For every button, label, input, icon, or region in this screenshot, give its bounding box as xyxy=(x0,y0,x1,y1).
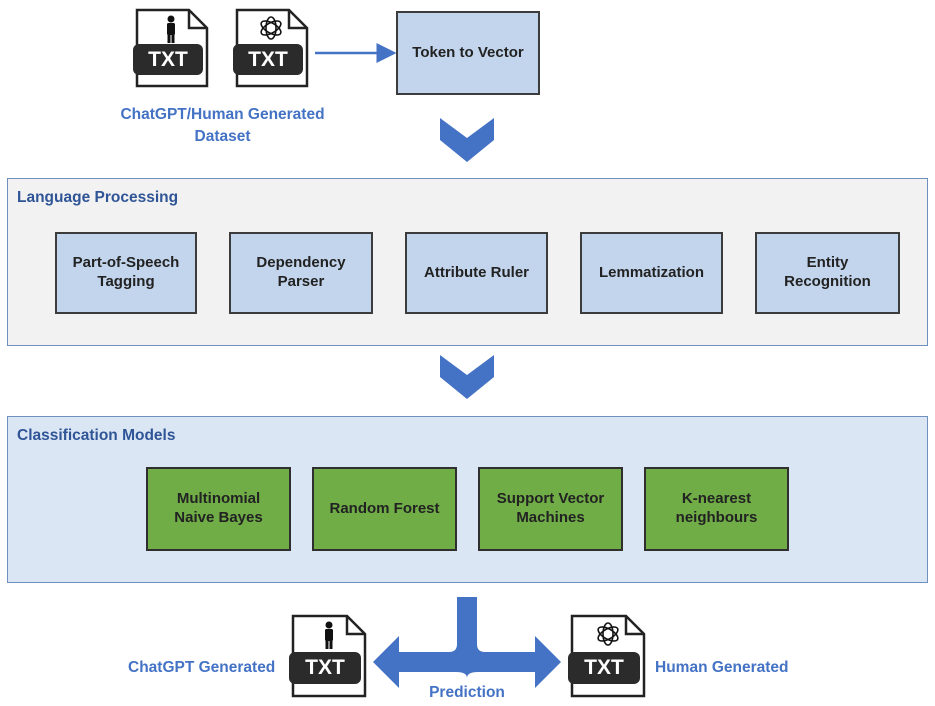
model-multinomial-naive-bayes: Multinomial Naive Bayes xyxy=(146,467,291,551)
model-label-line2: neighbours xyxy=(675,509,758,526)
model-random-forest: Random Forest xyxy=(312,467,457,551)
step-label-line2: Parser xyxy=(277,273,325,290)
step-label-line2: Recognition xyxy=(784,273,871,290)
file-type-label: TXT xyxy=(248,48,288,71)
model-label-line2: Naive Bayes xyxy=(174,509,263,526)
split-arrow-icon xyxy=(373,597,561,688)
step-label-line1: Entity xyxy=(806,254,849,272)
dataset-caption-line1: ChatGPT/Human Generated xyxy=(120,106,325,123)
model-label-line1: Random Forest xyxy=(329,499,440,517)
model-support-vector-machines: Support Vector Machines xyxy=(478,467,623,551)
dataset-chatgpt-file: TXT xyxy=(233,8,309,88)
language-processing-title: Language Processing xyxy=(17,189,179,206)
human-generated-label: Human Generated xyxy=(655,659,789,676)
document-icon xyxy=(568,614,646,698)
dataset-human-file: TXT xyxy=(133,8,209,88)
prediction-label: Prediction xyxy=(429,684,505,701)
document-icon xyxy=(289,614,367,698)
dataset-caption-line2: Dataset xyxy=(194,128,251,145)
step-label-line1: Attribute Ruler xyxy=(424,263,529,281)
output-chatgpt-file: TXT xyxy=(289,614,367,698)
step-label-line1: Part-of-Speech xyxy=(72,254,180,272)
classification-models-title: Classification Models xyxy=(17,427,176,444)
token-to-vector-box: Token to Vector xyxy=(396,11,540,95)
file-type-label: TXT xyxy=(305,656,345,679)
model-label-line1: Support Vector xyxy=(496,490,605,508)
model-label-line1: Multinomial xyxy=(176,490,261,508)
step-entity-recognition: Entity Recognition xyxy=(755,232,900,314)
model-label-line2: Machines xyxy=(516,509,585,526)
chevron-down-icon xyxy=(440,118,494,162)
step-part-of-speech-tagging: Part-of-Speech Tagging xyxy=(55,232,197,314)
person-icon xyxy=(325,621,333,649)
step-label-line2: Tagging xyxy=(97,273,155,290)
step-label-line1: Dependency xyxy=(256,254,346,272)
chatgpt-generated-label: ChatGPT Generated xyxy=(128,659,276,676)
file-type-label: TXT xyxy=(584,656,624,679)
step-lemmatization: Lemmatization xyxy=(580,232,723,314)
openai-logo-icon xyxy=(260,16,282,40)
step-label-line1: Lemmatization xyxy=(598,263,704,281)
document-icon xyxy=(233,8,309,88)
step-dependency-parser: Dependency Parser xyxy=(229,232,373,314)
chevron-down-icon xyxy=(440,355,494,399)
openai-logo-icon xyxy=(597,622,619,646)
document-icon xyxy=(133,8,209,88)
person-icon xyxy=(167,15,175,43)
model-label-line1: K-nearest xyxy=(681,490,752,508)
model-k-nearest-neighbours: K-nearest neighbours xyxy=(644,467,789,551)
output-human-file: TXT xyxy=(568,614,646,698)
step-attribute-ruler: Attribute Ruler xyxy=(405,232,548,314)
dataset-caption: ChatGPT/Human Generated Dataset xyxy=(100,104,345,148)
token-to-vector-label: Token to Vector xyxy=(412,43,524,61)
file-type-label: TXT xyxy=(148,48,188,71)
